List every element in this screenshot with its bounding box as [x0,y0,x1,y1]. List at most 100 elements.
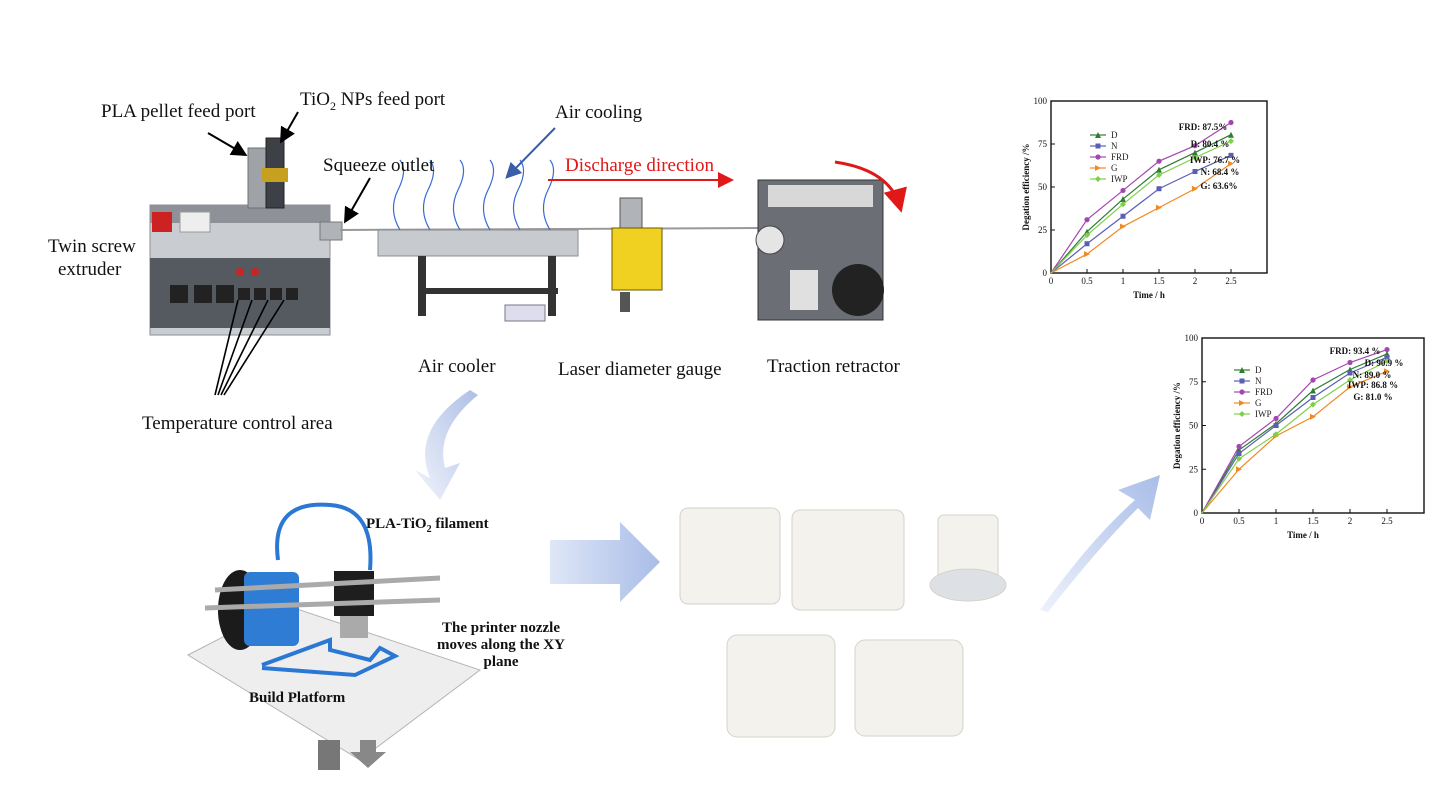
pla-feed-pointer [207,132,248,157]
series-n [1201,354,1390,514]
series-frd [1201,346,1390,514]
data-point-g [1228,160,1234,167]
data-point-frd [1120,187,1126,194]
legend-marker-n [1239,378,1245,384]
data-point-iwp [1084,232,1090,239]
x-tick-label: 2.5 [1225,276,1237,286]
x-tick-label: 0 [1200,516,1205,526]
value-annotation: FRD: 87.5% [1179,122,1228,132]
traction-retractor-image [755,179,884,321]
y-axis-label: Degation efficiency /% [1172,382,1182,469]
filament-prefix: PLA-TiO [366,516,427,532]
nozzle-label: The printer nozzle moves along the XY pl… [431,620,571,671]
tio2-feed-suffix: NPs feed port [335,89,446,110]
value-annotation: IWP: 76.7 % [1190,155,1240,165]
air-cooler-image [377,159,579,322]
tio2-feed-sub: 2 [329,98,336,113]
legend-label-d: D [1111,130,1118,140]
temperature-control-pointers [214,299,285,396]
series-g [1050,160,1234,274]
value-annotation: G: 81.0 % [1353,392,1392,402]
x-tick-label: 2 [1348,516,1353,526]
legend-marker-g [1095,165,1101,171]
rotation-arrow [834,160,907,213]
legend-label-n: N [1111,141,1118,151]
x-axis-label: Time / h [1287,530,1319,540]
value-annotation: N: 68.4 % [1201,167,1240,177]
data-point-frd [1228,119,1234,126]
legend-marker-iwp [1239,411,1245,417]
legend-marker-iwp [1095,176,1101,182]
series-frd [1050,119,1234,274]
series-line-g [1050,163,1232,274]
data-point-g [1310,413,1316,420]
data-point-g [1236,466,1242,473]
x-tick-label: 1 [1274,516,1279,526]
legend-label-g: G [1255,398,1262,408]
nozzle-line-1: The printer nozzle [441,620,561,636]
x-axis-label: Time / h [1133,290,1165,300]
value-annotation: D: 90.9 % [1365,358,1404,368]
legend-marker-g [1239,400,1245,406]
x-tick-label: 2.5 [1381,516,1393,526]
data-point-frd [1310,377,1316,383]
data-point-iwp [1236,455,1242,462]
legend-marker-frd [1095,154,1101,160]
y-tick-label: 75 [1189,377,1199,387]
y-tick-label: 0 [1194,508,1199,518]
series-iwp [1201,358,1390,514]
extruder-label: extruder [58,259,122,280]
temperature-control-label: Temperature control area [142,413,333,434]
air-cooling-pointer [505,127,556,179]
x-tick-label: 2 [1193,276,1198,286]
y-tick-label: 0 [1043,268,1048,278]
data-point-g [1084,251,1090,258]
legend-label-g: G [1111,163,1118,173]
data-point-g [1384,368,1390,375]
data-point-n [1310,395,1316,400]
data-point-frd [1236,443,1242,450]
value-annotation: D: 80.4 % [1191,139,1230,149]
filament-label: PLA-TiO2 filament [366,516,489,535]
legend-marker-frd [1239,389,1245,395]
tio2-feed-pointer [280,111,299,144]
data-point-n [1347,370,1353,376]
3d-printer-image [186,502,482,770]
data-point-n [1192,169,1198,175]
legend-label-frd: FRD [1111,152,1129,162]
legend-marker-d [1095,132,1101,138]
nozzle-line-2: moves along the XY [437,637,565,653]
data-point-frd [1192,143,1198,149]
scaffold-samples-image [679,507,1007,738]
filament-sub: 2 [426,524,432,535]
data-point-g [1192,185,1198,192]
data-point-iwp [1273,431,1279,438]
data-point-frd [1156,158,1162,164]
x-tick-label: 1 [1121,276,1126,286]
data-point-d [1120,196,1126,203]
data-point-frd [1273,415,1279,422]
data-point-frd [1347,359,1353,366]
series-line-d [1050,134,1232,274]
data-point-iwp [1347,377,1353,383]
tio2-feed-prefix: TiO [300,89,330,110]
legend-marker-d [1239,367,1245,373]
data-point-d [1228,131,1234,138]
data-point-n [1236,451,1242,456]
y-tick-label: 75 [1038,139,1048,149]
data-point-iwp [1120,201,1126,208]
data-point-iwp [1156,171,1162,178]
air-cooler-label: Air cooler [418,356,496,377]
value-annotation: G: 63.6% [1201,181,1238,191]
y-tick-label: 25 [1038,225,1048,235]
x-tick-label: 0.5 [1233,516,1245,526]
data-point-iwp [1228,138,1234,145]
twin-screw-label: Twin screw [48,236,136,257]
build-platform-label: Build Platform [249,690,346,706]
value-annotation: FRD: 93.4 % [1330,346,1381,356]
legend-label-frd: FRD [1255,387,1273,397]
series-line-iwp [1050,140,1232,274]
